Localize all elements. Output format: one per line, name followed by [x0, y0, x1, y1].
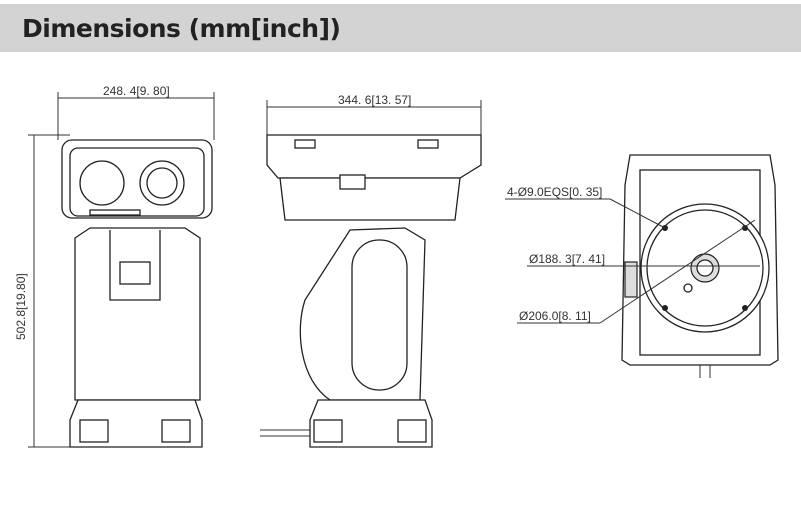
inner-diameter-label: Ø188. 3[7. 41] — [529, 252, 605, 266]
back-view: 4-Ø9.0EQS[0. 35] Ø188. 3[7. 41] Ø206.0[8… — [505, 154, 779, 378]
side-width-label: 344. 6[13. 57] — [338, 93, 411, 107]
height-label: 502.8[19.80] — [14, 273, 28, 340]
section-title: Dimensions (mm[inch]) — [22, 14, 341, 43]
holes-label: 4-Ø9.0EQS[0. 35] — [507, 185, 602, 199]
section-header: Dimensions (mm[inch]) — [0, 4, 801, 52]
front-view: 248. 4[9. 80] 502.8[19.80] — [14, 84, 215, 448]
front-width-label: 248. 4[9. 80] — [103, 84, 170, 98]
side-view: 344. 6[13. 57] — [260, 93, 482, 448]
outer-diameter-label: Ø206.0[8. 11] — [519, 309, 591, 323]
